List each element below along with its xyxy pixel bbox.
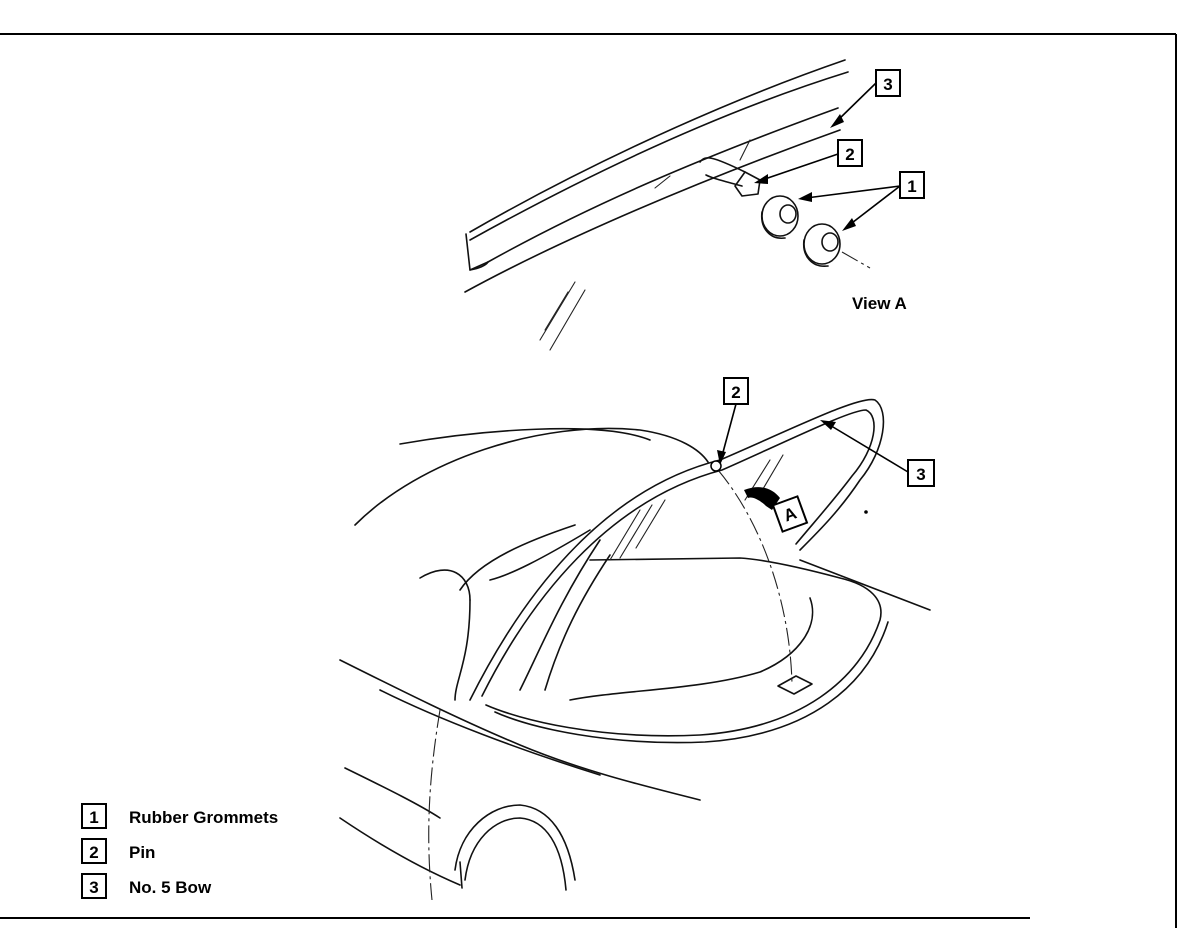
leader-grommets-a xyxy=(805,185,901,199)
legend-item-grommets: 1 Rubber Grommets xyxy=(81,803,278,829)
car-rear-illustration xyxy=(339,398,931,901)
legend-item-pin: 2 Pin xyxy=(81,838,155,864)
legend-number: 3 xyxy=(89,878,98,897)
svg-text:3: 3 xyxy=(883,75,892,94)
svg-text:A: A xyxy=(781,503,799,525)
arrowhead-bow-main xyxy=(820,420,836,430)
legend: 1 Rubber Grommets 2 Pin 3 No. 5 Bow xyxy=(81,803,278,899)
svg-text:2: 2 xyxy=(731,383,740,402)
svg-text:1: 1 xyxy=(907,177,916,196)
legend-label: No. 5 Bow xyxy=(129,878,212,897)
bow-rail-illustration xyxy=(464,59,871,351)
legend-item-bow: 3 No. 5 Bow xyxy=(81,873,212,899)
arrowhead-pin-view-a xyxy=(754,174,768,184)
view-a-label: View A xyxy=(852,294,907,313)
legend-number: 1 xyxy=(89,808,98,827)
arrowhead-bow-view-a xyxy=(830,114,844,128)
leader-pin-main xyxy=(721,403,737,457)
arrowhead-grommets-a xyxy=(798,192,812,202)
svg-text:2: 2 xyxy=(845,145,854,164)
svg-text:3: 3 xyxy=(916,465,925,484)
callout-bow-main: 3 xyxy=(907,459,935,487)
page-frame xyxy=(0,33,1177,928)
legend-label: Rubber Grommets xyxy=(129,808,278,827)
view-a-detail: 3 2 1 View A xyxy=(464,59,925,351)
callout-pin-main: 2 xyxy=(723,377,749,405)
callout-grommets-view-a: 1 xyxy=(899,171,925,199)
arrowhead-pin-main xyxy=(717,450,726,465)
legend-number: 2 xyxy=(89,843,98,862)
leader-bow-view-a xyxy=(835,82,877,123)
legend-label: Pin xyxy=(129,843,155,862)
callout-pin-view-a: 2 xyxy=(837,139,863,167)
leader-pin-view-a xyxy=(761,153,839,181)
leader-bow-main xyxy=(827,423,909,473)
arrowhead-grommets-b xyxy=(842,218,856,231)
callout-bow-view-a: 3 xyxy=(875,69,901,97)
leader-grommets-b xyxy=(847,185,901,227)
view-a-marker: A xyxy=(771,495,809,533)
